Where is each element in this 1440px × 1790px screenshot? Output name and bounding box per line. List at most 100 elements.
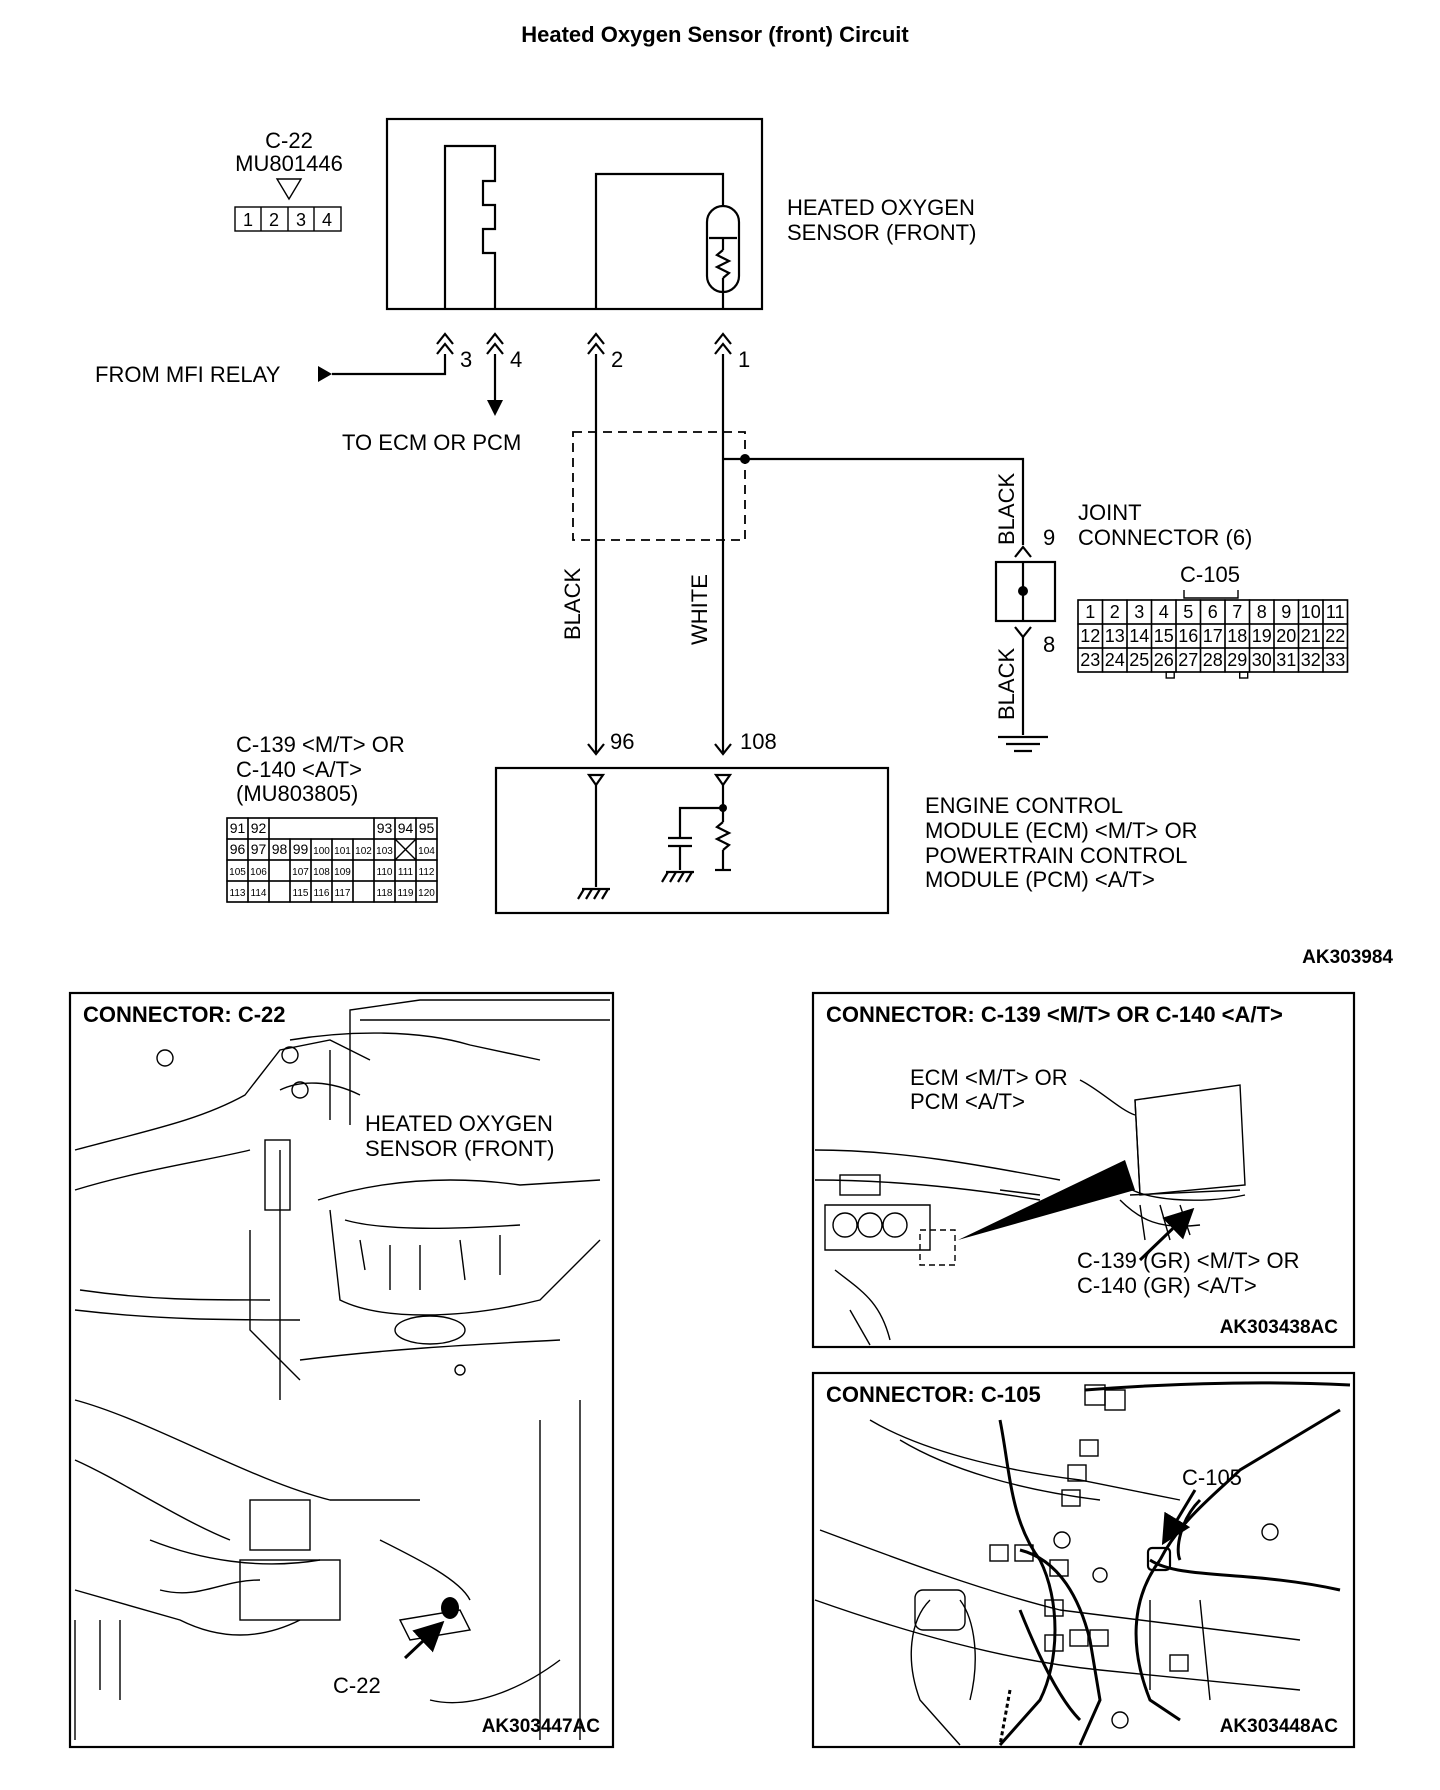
ecm-pin-label: 110	[377, 867, 393, 878]
panel-c139-ecm-line-2: PCM <A/T>	[910, 1089, 1025, 1114]
ecm-pin-96: 96	[610, 729, 634, 754]
ecm-pin-cell	[415, 880, 438, 903]
joint-pin-label: 15	[1154, 626, 1174, 646]
joint-pin-cell	[1322, 647, 1349, 673]
ecm-pin-label: 109	[334, 867, 351, 878]
signal-wires: BLACK WHITE	[560, 354, 1025, 752]
joint-pin-label: 5	[1183, 602, 1193, 622]
ecm-pin-label: 112	[419, 867, 435, 878]
joint-pin-label: 14	[1129, 626, 1149, 646]
panel-c105: CONNECTOR: C-105	[811, 1371, 1356, 1749]
ecm-pin-label: 96	[230, 841, 246, 857]
ecm-pin-cell	[268, 880, 291, 903]
ecm-pin-label: 91	[230, 820, 246, 836]
ecm-pin-label: 106	[250, 867, 267, 878]
wire-black-label: BLACK	[560, 568, 585, 640]
c22-part: MU801446	[235, 151, 343, 176]
panel-c22-code: AK303447AC	[482, 1716, 601, 1737]
joint-pin-label: 24	[1105, 650, 1125, 670]
panel-c105-callout: C-105	[1182, 1465, 1242, 1490]
ecm-pin-label: 99	[293, 841, 309, 857]
ecm-pin-label: 102	[355, 846, 372, 857]
joint-pin-label: 31	[1276, 650, 1296, 670]
ecm-conn-line-3: (MU803805)	[236, 781, 358, 806]
c22-connector-symbol: C-22 MU801446 1 2 3 4	[234, 128, 343, 232]
joint-wire-bottom: BLACK	[994, 648, 1019, 720]
ecm-pin-label: 108	[313, 867, 330, 878]
ecm-pin-label: 118	[377, 888, 393, 899]
ecm-pin-cell	[352, 859, 375, 882]
ecm-pin-label: 100	[313, 846, 330, 857]
ecm-pin-label: 98	[272, 841, 288, 857]
ecm-label-4: MODULE (PCM) <A/T>	[925, 867, 1155, 892]
joint-pin-label: 28	[1203, 650, 1223, 670]
ecm-pin-label: 111	[398, 867, 414, 878]
panel-c139-title: CONNECTOR: C-139 <M/T> OR C-140 <A/T>	[826, 1002, 1283, 1027]
joint-pin-label: 11	[1326, 602, 1345, 622]
panel-c22-sensor-line-1: HEATED OXYGEN	[365, 1111, 553, 1136]
ecm-pin-unused	[394, 838, 417, 861]
wire-white-label: WHITE	[687, 574, 712, 645]
c22-pin-1: 1	[243, 210, 253, 230]
joint-pin-9: 9	[1043, 525, 1055, 550]
ecm-pin-cell	[352, 880, 375, 903]
panel-c139-callout-line-2: C-140 (GR) <A/T>	[1077, 1273, 1257, 1298]
ecm-pin-label: 97	[251, 841, 267, 857]
sensor-pin-4: 4	[510, 347, 522, 372]
c22-pin-4: 4	[322, 210, 332, 230]
sensor-pin-chevrons: 3 4 2 1	[436, 332, 750, 372]
joint-pin-label: 7	[1232, 602, 1242, 622]
ecm-label-1: ENGINE CONTROL	[925, 793, 1123, 818]
joint-pin-label: 32	[1301, 650, 1321, 670]
joint-pin-label: 1	[1085, 602, 1095, 622]
sensor-label-2: SENSOR (FRONT)	[787, 220, 976, 245]
joint-pin-8: 8	[1043, 632, 1055, 657]
sensor-pin-1: 1	[738, 347, 750, 372]
panel-c139-code: AK303438AC	[1220, 1317, 1339, 1338]
ecm-label-2: MODULE (ECM) <M/T> OR	[925, 818, 1198, 843]
panel-c22-callout: C-22	[333, 1673, 381, 1698]
joint-wire-top: BLACK	[994, 473, 1019, 545]
panel-c22-title: CONNECTOR: C-22	[83, 1002, 286, 1027]
joint-pin-label: 17	[1203, 626, 1223, 646]
code-main: AK303984	[1302, 947, 1393, 968]
ecm-pin-label: 115	[293, 888, 309, 899]
panel-c139-callout-line-1: C-139 (GR) <M/T> OR	[1077, 1248, 1299, 1273]
sensor-pin-3: 3	[460, 347, 472, 372]
joint-pin-label: 27	[1178, 650, 1198, 670]
joint-pin-label: 33	[1325, 650, 1345, 670]
ecm-pin-label: 104	[418, 846, 435, 857]
ecm-pin-label: 94	[398, 820, 414, 836]
ecm-pin-label: 107	[292, 867, 309, 878]
ecm-pin-label: 101	[334, 846, 351, 857]
panel-c22: CONNECTOR: C-22	[68, 991, 615, 1749]
ecm-pin-label: 119	[398, 888, 414, 899]
ecm-conn-line-2: C-140 <A/T>	[236, 757, 362, 782]
ecm-connector-symbol: C-139 <M/T> OR C-140 <A/T> (MU803805) 91…	[226, 732, 438, 903]
ecm-box: 96 108 ENGINE CONTROL MODULE (ECM) <M/T>…	[494, 729, 1198, 915]
panel-c139-ecm-line-1: ECM <M/T> OR	[910, 1065, 1068, 1090]
ecm-pin-label: 92	[251, 820, 267, 836]
ecm-label-3: POWERTRAIN CONTROL	[925, 843, 1187, 868]
ecm-pin-label: 105	[229, 867, 246, 878]
joint-pin-label: 18	[1227, 626, 1247, 646]
shield-box	[572, 431, 746, 541]
joint-pin-label: 16	[1178, 626, 1198, 646]
ecm-pin-label: 117	[335, 888, 351, 899]
ecm-conn-line-1: C-139 <M/T> OR	[236, 732, 405, 757]
ecm-pin-label: 95	[419, 820, 435, 836]
joint-pin-label: 25	[1129, 650, 1149, 670]
ecm-pin-108: 108	[740, 729, 777, 754]
joint-pin-label: 21	[1301, 626, 1321, 646]
joint-pin-label: 12	[1080, 626, 1100, 646]
ecm-pin-blank	[268, 817, 375, 840]
joint-label-2: CONNECTOR (6)	[1078, 525, 1252, 550]
joint-connector-name: C-105	[1180, 562, 1240, 587]
panel-c105-title: CONNECTOR: C-105	[826, 1382, 1041, 1407]
joint-pin-label: 30	[1252, 650, 1272, 670]
c22-pin-3: 3	[296, 210, 306, 230]
diagram-title: Heated Oxygen Sensor (front) Circuit	[521, 22, 909, 47]
